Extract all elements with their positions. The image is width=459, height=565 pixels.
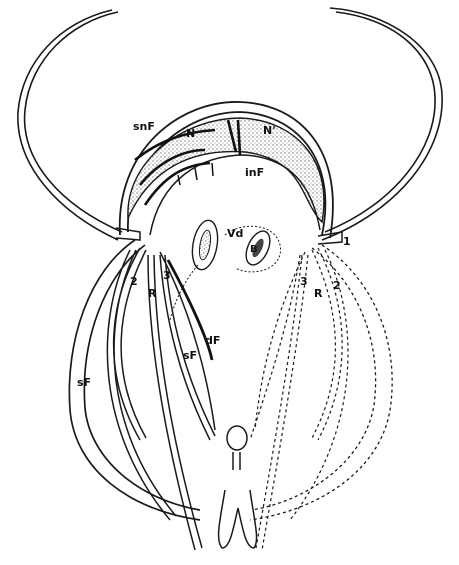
- label-B: B: [250, 245, 258, 255]
- right-flagella: [250, 248, 348, 550]
- label-sF-left: sF: [77, 377, 91, 388]
- label-3-left: 3: [163, 270, 171, 281]
- vacuole-vd: [189, 218, 221, 271]
- label-N: N: [186, 128, 195, 139]
- label-R-right: R: [314, 288, 322, 299]
- label-N-prime: N': [263, 125, 276, 136]
- left-outer-band: [18, 10, 122, 240]
- vacuole-b: [241, 227, 274, 268]
- label-R-left: R: [148, 288, 156, 299]
- sulcus: [219, 426, 257, 548]
- right-outer-band: [322, 8, 442, 240]
- label-snF: snF: [133, 121, 155, 132]
- label-2-left: 2: [130, 276, 138, 287]
- label-sF-center: sF: [183, 350, 197, 361]
- label-inF: inF: [245, 167, 264, 178]
- label-1-right: 1: [343, 236, 351, 247]
- left-flagella: [107, 248, 215, 550]
- label-Vd: Vd: [227, 228, 243, 239]
- label-2-right: 2: [333, 280, 341, 291]
- label-3-right: 3: [300, 276, 308, 287]
- label-dF: dF: [205, 335, 220, 346]
